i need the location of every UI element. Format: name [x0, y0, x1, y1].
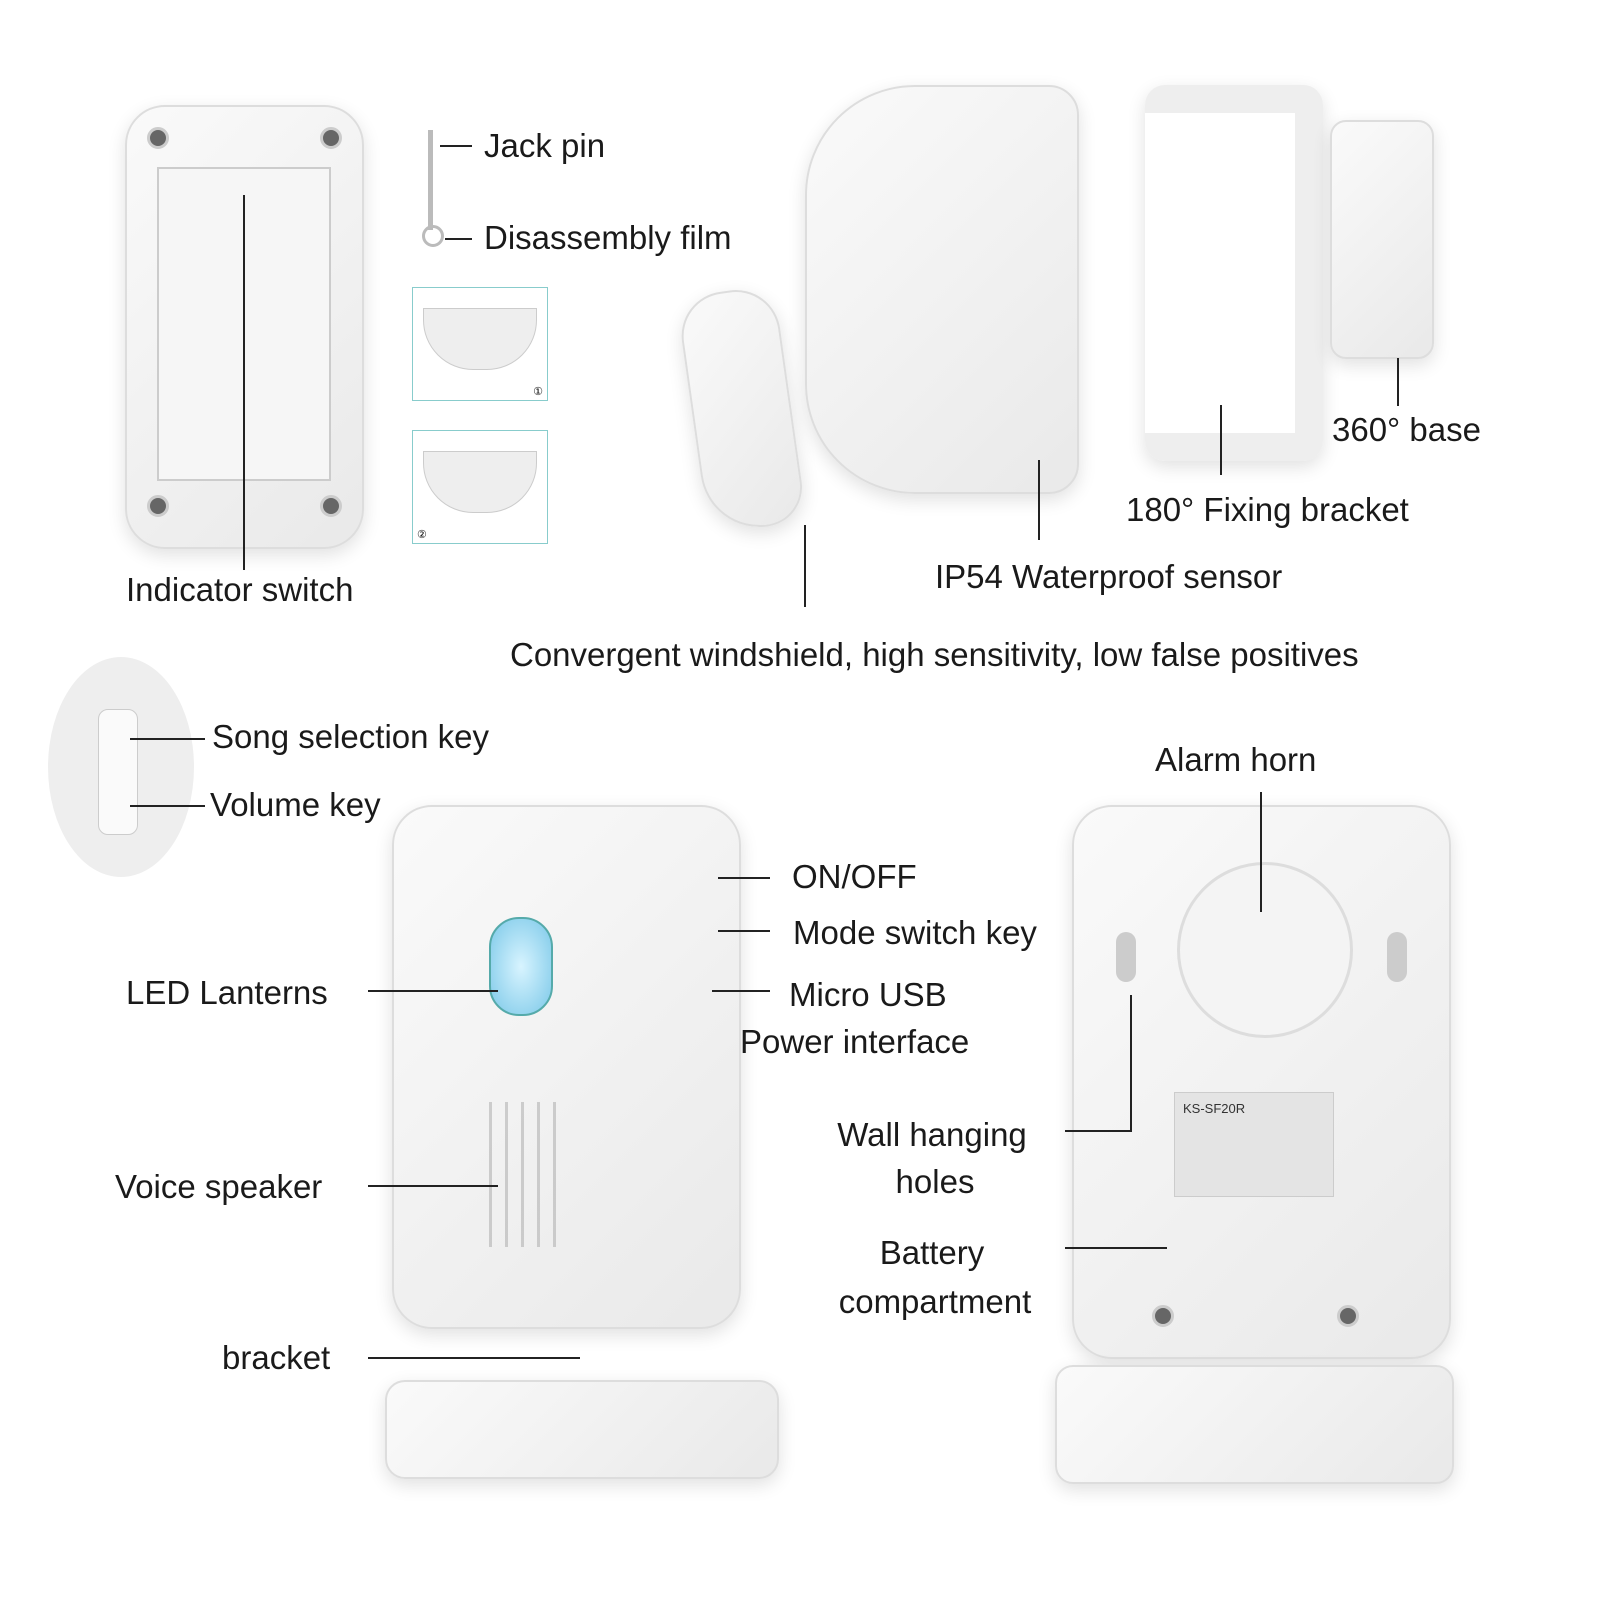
sensor-leader: [1038, 460, 1040, 540]
on-off-label: ON/OFF: [792, 858, 917, 895]
alarm-horn-label: Alarm horn: [1155, 741, 1317, 778]
screw-icon: [147, 495, 169, 517]
receiver-front: [392, 805, 741, 1329]
fixing-bracket-leader: [1220, 405, 1222, 475]
led-lanterns-label: LED Lanterns: [126, 974, 328, 1011]
screw-icon: [147, 127, 169, 149]
bracket-label: bracket: [222, 1339, 331, 1376]
speaker-leader: [368, 1185, 498, 1187]
base-360-label: 360° base: [1332, 411, 1481, 448]
indicator-switch-label: Indicator switch: [126, 571, 354, 608]
inset-device-shape: [423, 308, 537, 370]
jack-pin-loop-icon: [422, 225, 444, 247]
screw-icon: [1337, 1305, 1359, 1327]
screw-icon: [320, 127, 342, 149]
back-stand: [1055, 1365, 1454, 1484]
song-selection-key-label: Song selection key: [212, 718, 490, 755]
inset-mark-2: ②: [417, 529, 427, 541]
wall-hole-leader-h: [1065, 1130, 1132, 1132]
battery-label: Battery: [879, 1234, 985, 1271]
inset-step-1: ①: [412, 287, 548, 401]
volume-key-leader: [130, 805, 205, 807]
product-sticker: KS-SF20R: [1174, 1092, 1334, 1197]
on-off-leader: [718, 877, 770, 879]
power-interface-label: Power interface: [740, 1023, 970, 1060]
mode-leader: [718, 930, 770, 932]
inset-step-2: ②: [412, 430, 548, 544]
voice-speaker-label: Voice speaker: [115, 1168, 323, 1205]
base-leader: [1397, 358, 1399, 406]
inset-mark-1: ①: [533, 386, 543, 398]
jack-pin-label: Jack pin: [484, 127, 606, 164]
wall-hanging-label: Wall hanging: [837, 1116, 1027, 1153]
song-key-leader: [130, 738, 205, 740]
pir-sensor-body: [805, 85, 1079, 494]
compartment-label: compartment: [838, 1283, 1032, 1320]
waterproof-sensor-label: IP54 Waterproof sensor: [935, 558, 1283, 595]
windshield-part: [675, 284, 808, 535]
disassembly-film-leader: [445, 238, 472, 240]
alarm-horn-icon: [1177, 862, 1353, 1038]
speaker-grille-icon: [489, 1102, 559, 1247]
wall-hole-right: [1387, 932, 1407, 982]
disassembly-film-label: Disassembly film: [484, 219, 732, 256]
inset-device-shape: [423, 451, 537, 513]
led-leader: [368, 990, 498, 992]
wall-hole-left: [1116, 932, 1136, 982]
indicator-switch-leader: [243, 195, 245, 570]
wall-hole-leader-v: [1130, 995, 1132, 1132]
fixing-bracket-part: [1145, 85, 1323, 461]
holes-label: holes: [895, 1163, 975, 1200]
model-number: KS-SF20R: [1183, 1101, 1246, 1116]
jack-pin-leader: [440, 145, 472, 147]
windshield-leader: [804, 525, 806, 607]
usb-leader: [712, 990, 770, 992]
side-keys-strip: [98, 709, 138, 835]
fixing-bracket-label: 180° Fixing bracket: [1126, 491, 1409, 528]
base-360-part: [1330, 120, 1434, 359]
volume-key-label: Volume key: [210, 786, 381, 823]
alarm-horn-leader: [1260, 792, 1262, 912]
battery-leader: [1065, 1247, 1167, 1249]
side-keys-inset: [48, 657, 194, 877]
screw-icon: [320, 495, 342, 517]
jack-pin-icon: [428, 130, 433, 230]
micro-usb-label: Micro USB: [789, 976, 947, 1013]
led-lantern-icon: [489, 917, 553, 1016]
bracket-leader: [368, 1357, 580, 1359]
mode-switch-key-label: Mode switch key: [793, 914, 1037, 951]
windshield-label: Convergent windshield, high sensitivity,…: [510, 636, 1359, 673]
screw-icon: [1152, 1305, 1174, 1327]
receiver-stand: [385, 1380, 779, 1479]
